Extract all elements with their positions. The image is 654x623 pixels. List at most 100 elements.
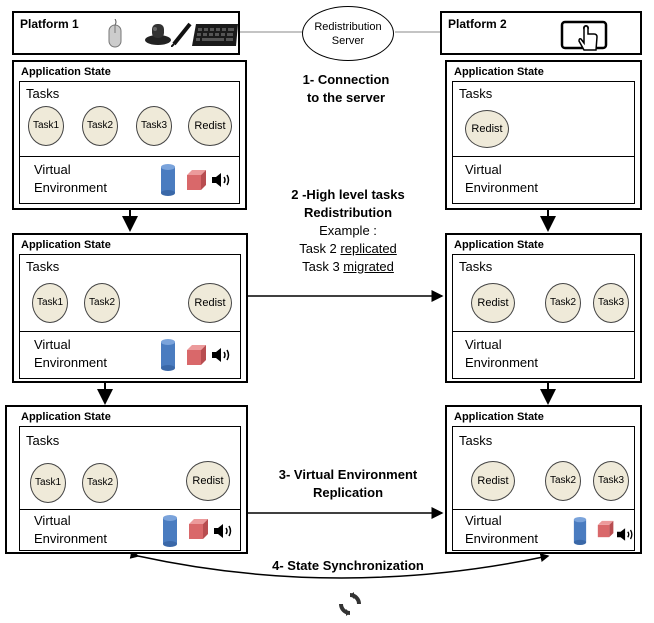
task-3-word: Task (140, 120, 162, 131)
cylinder-icon (163, 515, 177, 547)
server-label-line1: Redistribution (314, 20, 382, 33)
cube-icon (597, 520, 614, 538)
step3-line2: Replication (312, 485, 384, 500)
task-2-word: Task (86, 477, 108, 488)
tasks-panel: Tasks Redist (452, 81, 635, 157)
ve-label-line2: Environment (465, 531, 538, 546)
redistribution-server: Redistribution Server (302, 6, 394, 61)
step1-line1: 1- Connection (302, 72, 390, 87)
redist-task: Redist (188, 106, 232, 146)
ve-label-line2: Environment (34, 180, 107, 195)
ve-panel: Virtual Environment (452, 331, 635, 379)
task-1-word: Task (34, 477, 56, 488)
tablet-touch-icon (560, 20, 608, 51)
task-3-num: 3 (161, 120, 168, 131)
ve-label-line1: Virtual (34, 162, 71, 177)
cylinder-icon (573, 517, 587, 545)
ve-panel: Virtual Environment (452, 509, 635, 551)
ve-label-line2: Environment (465, 355, 538, 370)
ve-panel: Virtual Environment (452, 156, 635, 204)
stylus-icon (171, 22, 192, 47)
task-2-num: 2 (107, 477, 114, 488)
cube-icon (187, 345, 206, 365)
task-2-word: Task (88, 297, 110, 308)
speaker-icon (212, 348, 230, 362)
arrow-state-sync (129, 550, 550, 579)
ve-label: Virtual Environment (465, 336, 538, 372)
step1-line2: to the server (306, 90, 386, 105)
app-state-p2-initial: Application State Tasks Redist Virtual E… (445, 60, 642, 210)
task-2-num: 2 (109, 297, 116, 308)
app-state-title: Application State (21, 66, 111, 78)
ve-label-line1: Virtual (465, 513, 502, 528)
step2-row1: Task 2 replicated (250, 240, 446, 258)
step2-row1-prefix: Task 2 (299, 241, 341, 256)
tasks-label: Tasks (459, 259, 493, 274)
task-1-num: 1 (55, 477, 62, 488)
ve-label-line2: Environment (34, 355, 107, 370)
tasks-label: Tasks (26, 433, 60, 448)
task-3-word: Task (597, 475, 619, 486)
cylinder-icon (161, 164, 175, 196)
platform2-box: Platform 2 (440, 11, 642, 55)
3d-mouse-icon (145, 24, 171, 45)
ve-label-line1: Virtual (465, 162, 502, 177)
ve-label: Virtual Environment (465, 161, 538, 197)
ve-panel: Virtual Environment (19, 331, 241, 379)
speaker-icon (212, 173, 230, 187)
step4-caption: 4- State Synchronization (272, 558, 424, 573)
tasks-label: Tasks (459, 86, 493, 101)
task-1-num: 1 (53, 120, 60, 131)
ve-label: Virtual Environment (34, 512, 107, 548)
tasks-label: Tasks (459, 433, 493, 448)
step2-caption: 2 -High level tasks Redistribution Examp… (250, 186, 446, 276)
app-state-title: Application State (454, 411, 544, 423)
task-2-word: Task (86, 120, 108, 131)
task-1-word: Task (32, 120, 54, 131)
step2-line1: 2 -High level tasks (291, 187, 405, 202)
ve-label-line1: Virtual (34, 513, 71, 528)
platform1-label: Platform 1 (20, 17, 79, 31)
cube-icon (187, 170, 206, 190)
redist-task: Redist (471, 461, 515, 501)
ve-label: Virtual Environment (34, 161, 107, 197)
tasks-label: Tasks (26, 259, 60, 274)
ve-panel: Virtual Environment (19, 509, 241, 551)
step2-row1-word: replicated (340, 241, 397, 256)
app-state-title: Application State (21, 239, 111, 251)
step2-row2: Task 3 migrated (250, 258, 446, 276)
task-1-num: 1 (57, 297, 64, 308)
speaker-icon (214, 524, 232, 538)
ve-label: Virtual Environment (34, 336, 107, 372)
keyboard-icon (192, 24, 238, 46)
redist-task: Redist (186, 461, 230, 501)
step2-example: Example : (319, 223, 377, 238)
mouse-icon (108, 19, 122, 48)
app-state-title: Application State (21, 411, 111, 423)
cube-icon (189, 519, 208, 539)
task-3-num: 3 (618, 475, 625, 486)
ve-label-line1: Virtual (465, 337, 502, 352)
app-state-title: Application State (454, 239, 544, 251)
speaker-icon (617, 528, 633, 541)
server-label-line2: Server (331, 34, 365, 47)
task-3-word: Task (597, 297, 619, 308)
ve-label-line2: Environment (465, 180, 538, 195)
task-2-word: Task (549, 297, 571, 308)
